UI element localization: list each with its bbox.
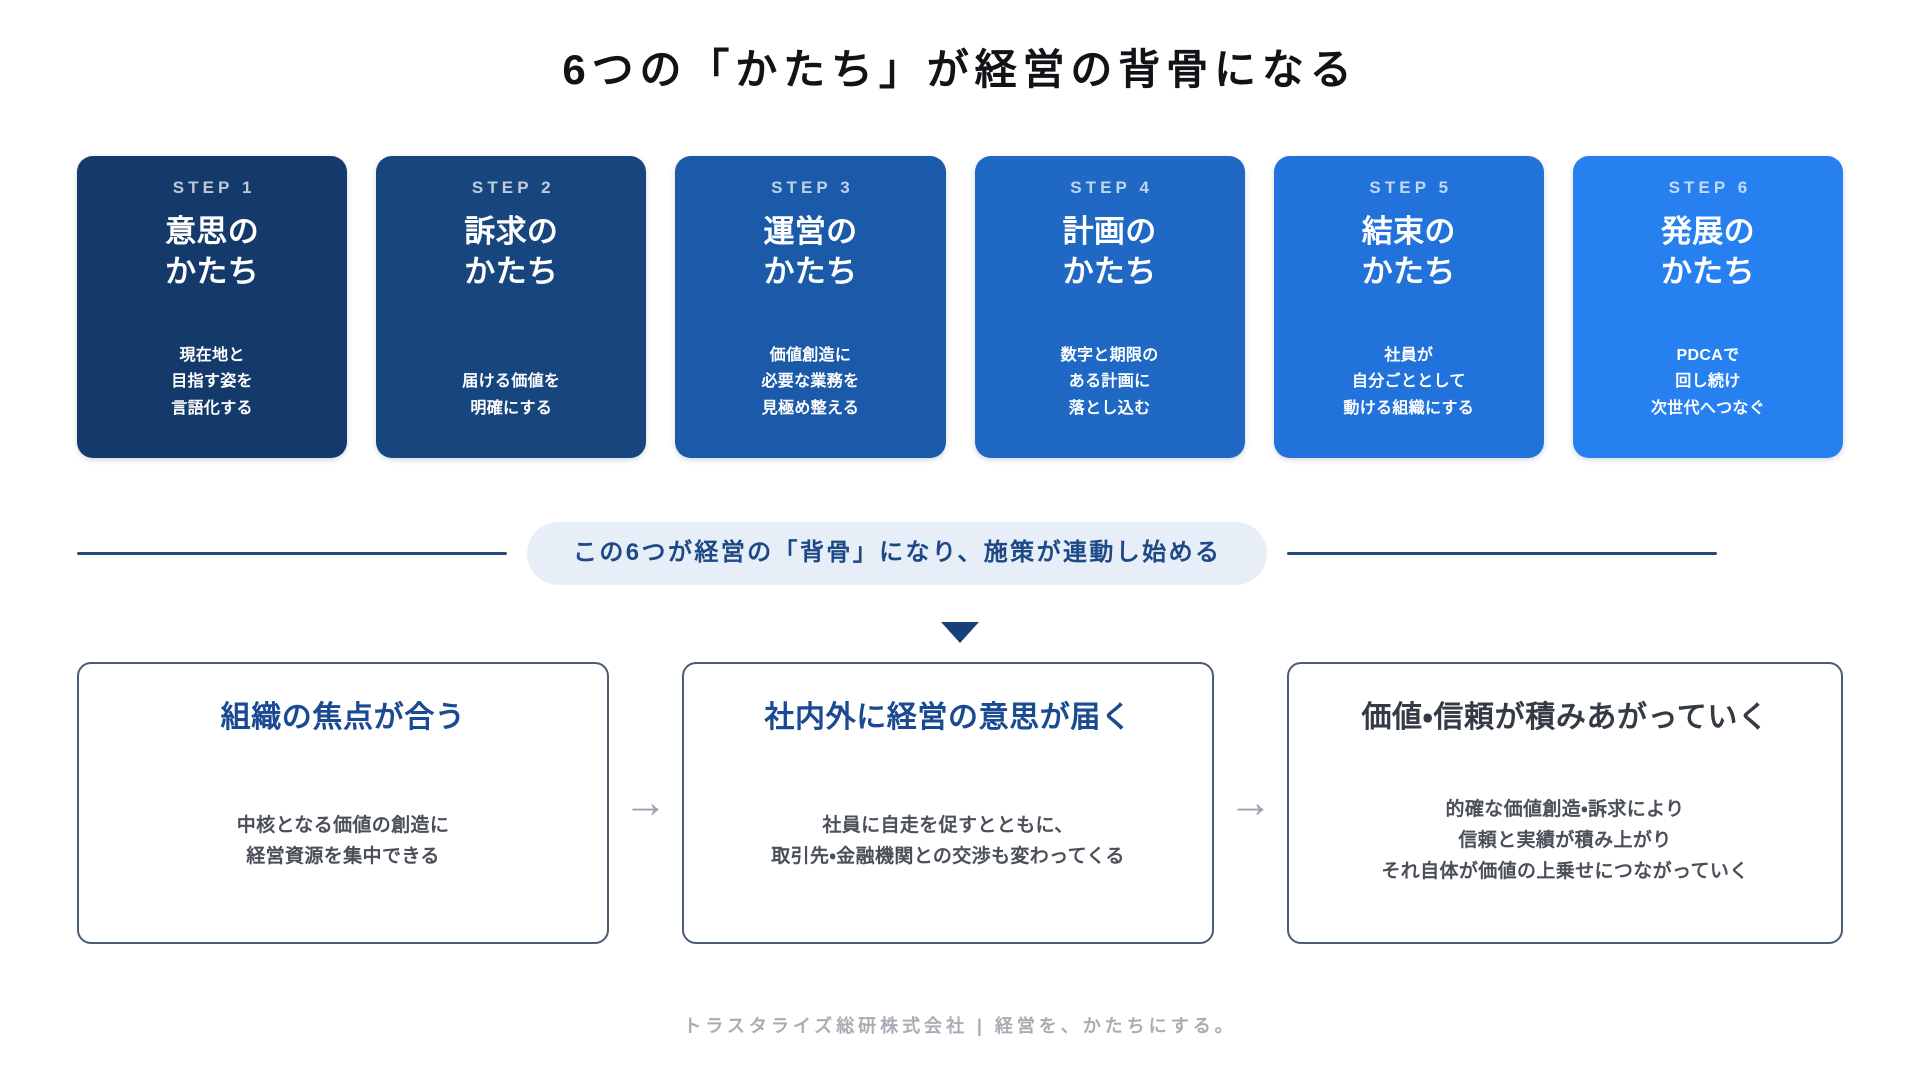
outcome-box-2[interactable]: 社内外に経営の意思が届く 社員に自走を促すとともに、取引先・金融機関との交渉も変… bbox=[682, 662, 1214, 944]
page-title-container: 6つの「かたち」が経営の背骨になる bbox=[0, 44, 1920, 97]
connector-banner-row: この6つが経営の「背骨」になり、施策が連動し始める bbox=[77, 522, 1843, 585]
step-desc-1: 現在地と目指す姿を言語化する bbox=[171, 346, 253, 417]
step-card-1[interactable]: STEP 1 意思のかたち 現在地と目指す姿を言語化する bbox=[77, 156, 348, 458]
triangle-down-icon bbox=[941, 622, 979, 643]
outcome-title-3: 価値・信頼が積みあがっていく bbox=[1361, 701, 1769, 734]
step-cards-row: STEP 1 意思のかたち 現在地と目指す姿を言語化する STEP 2 訴求のか… bbox=[77, 156, 1844, 458]
step-title-6: 発展のかたち bbox=[1660, 214, 1755, 289]
step-label-6: STEP 6 bbox=[1668, 178, 1752, 197]
outcome-box-1[interactable]: 組織の焦点が合う 中核となる価値の創造に経営資源を集中できる bbox=[77, 662, 609, 944]
step-label-4: STEP 4 bbox=[1070, 178, 1154, 197]
step-title-5: 結束のかたち bbox=[1361, 214, 1456, 289]
step-desc-4: 数字と期限のある計画に落とし込む bbox=[1060, 346, 1159, 417]
step-card-3[interactable]: STEP 3 運営のかたち 価値創造に必要な業務を見極め整える bbox=[675, 156, 946, 458]
footer-credit: トラスタライズ総研株式会社 | 経営を、かたちにする。 bbox=[683, 1016, 1237, 1036]
step-card-2[interactable]: STEP 2 訴求のかたち 届ける価値を明確にする bbox=[376, 156, 647, 458]
outcome-title-2: 社内外に経営の意思が届く bbox=[764, 701, 1132, 734]
step-label-3: STEP 3 bbox=[771, 178, 854, 197]
outcome-desc-1: 中核となる価値の創造に経営資源を集中できる bbox=[236, 814, 450, 867]
step-title-4: 計画のかたち bbox=[1062, 214, 1157, 289]
banner-rule-left bbox=[77, 551, 507, 555]
step-title-3: 運営のかたち bbox=[763, 214, 858, 289]
step-desc-3: 価値創造に必要な業務を見極め整える bbox=[761, 346, 860, 417]
step-card-5[interactable]: STEP 5 結束のかたち 社員が自分ごととして動ける組織にする bbox=[1273, 156, 1544, 458]
outcome-box-3[interactable]: 価値・信頼が積みあがっていく 的確な価値創造・訴求により信頼と実績が積み上がりそ… bbox=[1287, 662, 1843, 944]
outcome-title-1: 組織の焦点が合う bbox=[220, 701, 466, 734]
step-card-6[interactable]: STEP 6 発展のかたち PDCAで回し続け次世代へつなぐ bbox=[1572, 156, 1844, 458]
outcome-desc-3: 的確な価値創造・訴求により信頼と実績が積み上がりそれ自体が価値の上乗せにつながっ… bbox=[1381, 799, 1749, 882]
step-desc-5: 社員が自分ごととして動ける組織にする bbox=[1343, 346, 1475, 417]
page-title: 6つの「かたち」が経営の背骨になる bbox=[562, 46, 1358, 93]
banner-rule-right bbox=[1287, 551, 1718, 555]
step-label-2: STEP 2 bbox=[471, 178, 555, 197]
step-desc-6: PDCAで回し続け次世代へつなぐ bbox=[1650, 346, 1766, 417]
step-desc-2: 届ける価値を明確にする bbox=[462, 373, 561, 417]
step-label-5: STEP 5 bbox=[1369, 178, 1453, 197]
outcome-boxes-row: 組織の焦点が合う 中核となる価値の創造に経営資源を集中できる → 社内外に経営の… bbox=[77, 662, 1843, 944]
arrow-right-icon-1: → bbox=[623, 778, 668, 827]
banner-pill-label: この6つが経営の「背骨」になり、施策が連動し始める bbox=[527, 522, 1268, 585]
step-title-1: 意思のかたち bbox=[165, 214, 260, 289]
outcome-desc-2: 社員に自走を促すとともに、取引先・金融機関との交渉も変わってくる bbox=[771, 814, 1125, 867]
step-label-1: STEP 1 bbox=[172, 178, 256, 197]
step-title-2: 訴求のかたち bbox=[464, 214, 559, 289]
step-card-4[interactable]: STEP 4 計画のかたち 数字と期限のある計画に落とし込む bbox=[974, 156, 1245, 458]
arrow-right-icon-2: → bbox=[1228, 778, 1273, 827]
